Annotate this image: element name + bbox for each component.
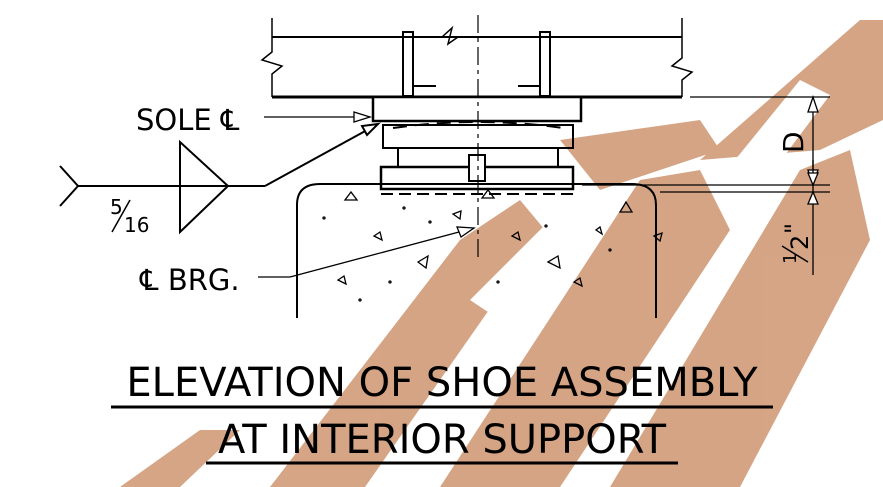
concrete-pier — [296, 183, 657, 318]
weld-symbol — [59, 122, 381, 235]
weld-size-fraction-bar — [111, 199, 131, 233]
dimension-half-denominator: 2 — [786, 235, 814, 250]
dimension-half-inch-label: 1 2 " — [780, 223, 814, 264]
dimension-half-numerator: 1 — [780, 253, 801, 264]
centerline-bearing-leader — [258, 226, 476, 278]
dimension-d-label: D — [777, 131, 810, 153]
title-line-1: ELEVATION OF SHOE ASSEMBLY — [126, 360, 758, 406]
web-stiffeners — [402, 31, 551, 97]
centerline-bearing-label: ℄ BRG. — [139, 263, 240, 297]
weld-size-numerator: 5 — [110, 195, 123, 219]
title-line-2: AT INTERIOR SUPPORT — [218, 417, 667, 463]
sole-plate-label: SOLE ℄ — [136, 103, 240, 137]
sole-plate-leader — [264, 111, 373, 123]
weld-size-denominator: 16 — [124, 213, 149, 237]
sole-plate — [371, 95, 583, 123]
girder-deck — [260, 18, 694, 99]
concrete-aggregate-marks — [322, 188, 663, 302]
anchor-pin — [468, 154, 486, 182]
dimension-half-unit: " — [780, 223, 808, 234]
dimension-lines — [582, 94, 830, 275]
